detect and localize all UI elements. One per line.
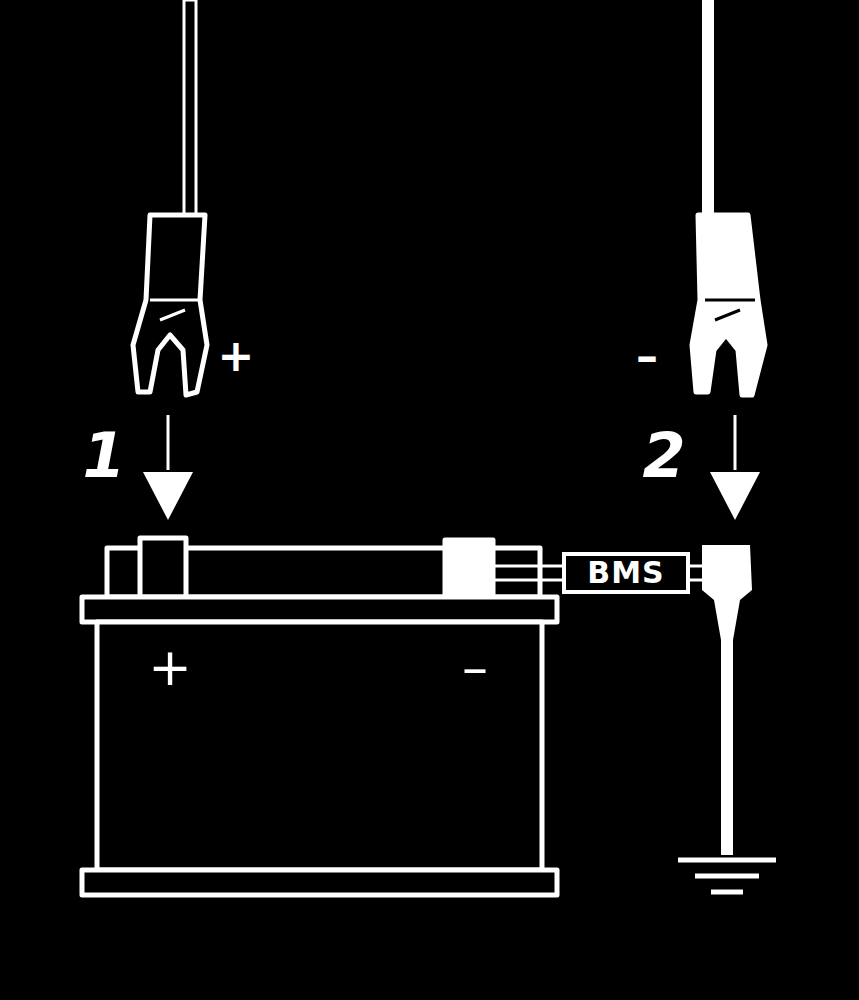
ground-symbol xyxy=(678,858,776,863)
positive-terminal xyxy=(140,538,186,597)
clamp-spring xyxy=(150,300,200,320)
ground-post xyxy=(702,545,752,855)
cable xyxy=(184,0,196,215)
battery-body xyxy=(97,622,542,870)
polarity-label: – xyxy=(636,334,658,378)
battery-lid xyxy=(82,597,557,622)
battery-base xyxy=(82,870,557,895)
wire xyxy=(690,565,702,568)
ground-symbol xyxy=(711,890,743,895)
callout-number: 2 xyxy=(642,425,685,487)
wire xyxy=(493,565,557,568)
terminal-sign: – xyxy=(462,641,488,693)
box-label: BMS xyxy=(587,558,664,588)
callout-number: 1 xyxy=(82,425,125,487)
arrow-shaft xyxy=(167,415,170,470)
arrow-head xyxy=(710,472,760,520)
wire xyxy=(493,579,557,582)
cable xyxy=(703,0,713,215)
arrow-head xyxy=(143,472,193,520)
arrow-shaft xyxy=(734,415,737,470)
negative-clamp xyxy=(692,215,765,395)
negative-terminal xyxy=(445,540,493,597)
polarity-label: + xyxy=(218,334,255,378)
clamp-spring xyxy=(705,300,755,320)
ground-symbol xyxy=(695,874,759,879)
wire xyxy=(690,579,702,582)
bms-box: BMS xyxy=(562,552,690,594)
terminal-sign: + xyxy=(148,641,192,693)
positive-clamp xyxy=(133,215,207,395)
battery: +– xyxy=(82,537,557,895)
